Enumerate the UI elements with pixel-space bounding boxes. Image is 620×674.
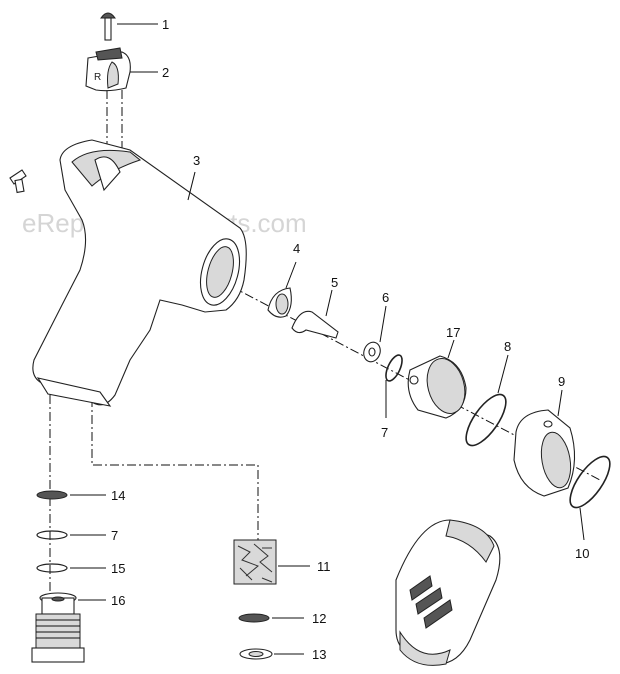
part-8-o-ring	[465, 354, 509, 447]
part-9-collar	[513, 389, 576, 497]
part-3-housing	[32, 139, 247, 407]
part-15-washer	[36, 563, 106, 573]
part-7-o-ring-lower	[36, 530, 106, 540]
callout-6: 6	[382, 290, 389, 305]
callout-4: 4	[293, 241, 300, 256]
grip-boot	[395, 519, 501, 666]
callout-labels: 1 2 3 4 5 6 7 17 8 9 10 14 7 15 16 11 12…	[111, 17, 589, 662]
callout-5: 5	[331, 275, 338, 290]
part-10-o-ring	[569, 455, 611, 541]
callout-12: 12	[312, 611, 326, 626]
part-16-inlet-bushing	[31, 592, 106, 663]
part-6-washer	[363, 305, 387, 363]
part-17-sleeve	[407, 339, 467, 419]
callout-17: 17	[446, 325, 460, 340]
part-2-bracket: R	[85, 47, 158, 92]
callout-7-lower: 7	[111, 528, 118, 543]
callout-9: 9	[558, 374, 565, 389]
callout-3: 3	[193, 153, 200, 168]
part-7-o-ring-upper	[385, 354, 403, 418]
callout-16: 16	[111, 593, 125, 608]
svg-text:R: R	[94, 72, 101, 83]
callout-1: 1	[162, 17, 169, 32]
callout-15: 15	[111, 561, 125, 576]
callout-7-upper: 7	[381, 425, 388, 440]
callout-2: 2	[162, 65, 169, 80]
part-1-screw	[100, 12, 158, 41]
part-11-filter	[233, 539, 310, 585]
callout-13: 13	[312, 647, 326, 662]
part-5-valve-stem	[291, 289, 339, 339]
part-13-washer	[239, 648, 304, 660]
callout-11: 11	[317, 559, 331, 574]
part-14-screen	[36, 490, 106, 500]
callout-8: 8	[504, 339, 511, 354]
callout-14: 14	[111, 488, 125, 503]
side-screw	[9, 169, 27, 194]
callout-10: 10	[575, 546, 589, 561]
part-4-plate	[267, 261, 297, 318]
part-12-screen	[238, 613, 304, 623]
